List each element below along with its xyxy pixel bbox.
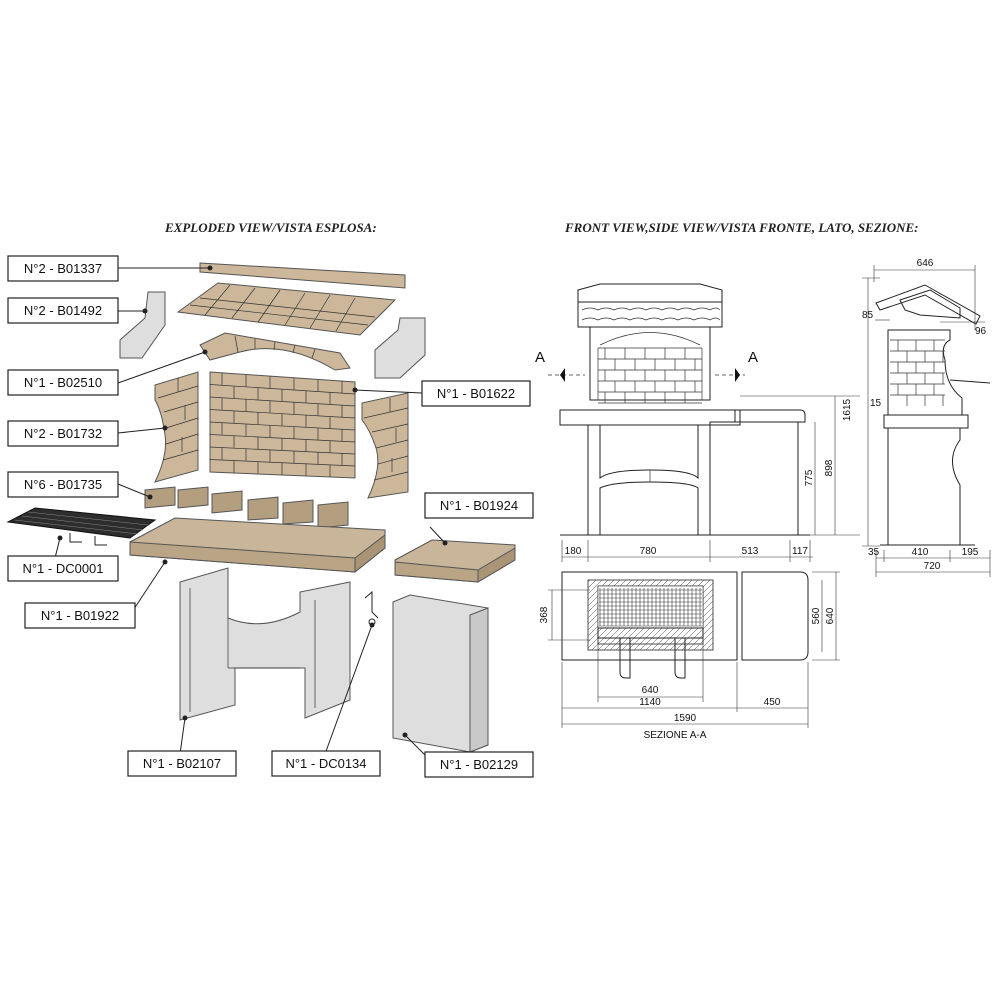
label-b01924: N°1 - B01924 bbox=[440, 498, 518, 513]
exploded-view: N°2 - B01337 N°2 - B01492 N°1 - B02510 N… bbox=[6, 255, 534, 778]
dim-640-horizontal: 640 bbox=[642, 685, 659, 696]
part-bracket bbox=[364, 590, 379, 626]
part-corbel-left bbox=[119, 291, 166, 359]
part-roof-tiles bbox=[176, 282, 397, 336]
label-dc0134: N°1 - DC0134 bbox=[285, 756, 366, 771]
label-b01622: N°1 - B01622 bbox=[437, 386, 515, 401]
leader-lines bbox=[54, 267, 446, 756]
leader-dots bbox=[57, 265, 448, 738]
part-ridge-tile bbox=[199, 262, 406, 289]
part-side-wall-left bbox=[154, 371, 199, 483]
dim-1615: 1615 bbox=[842, 398, 853, 421]
exploded-view-heading: EXPLODED VIEW/VISTA ESPLOSA: bbox=[164, 220, 377, 235]
part-labels: N°2 - B01337 N°2 - B01492 N°1 - B02510 N… bbox=[7, 255, 534, 778]
part-arch bbox=[199, 332, 351, 371]
part-grill-supports bbox=[144, 486, 349, 529]
dim-560: 560 bbox=[811, 607, 822, 624]
label-b01735: N°6 - B01735 bbox=[24, 477, 102, 492]
dim-898: 898 bbox=[824, 459, 835, 476]
part-back-wall bbox=[209, 371, 356, 479]
dim-1590: 1590 bbox=[674, 713, 697, 724]
part-corbel-right bbox=[374, 317, 426, 379]
label-b02510: N°1 - B02510 bbox=[24, 375, 102, 390]
part-base bbox=[179, 567, 351, 721]
section-caption: SEZIONE A-A bbox=[644, 730, 707, 741]
label-b02129: N°1 - B02129 bbox=[440, 757, 518, 772]
dim-195: 195 bbox=[962, 547, 979, 558]
dim-646: 646 bbox=[917, 258, 934, 269]
part-grill bbox=[6, 507, 157, 546]
dim-35: 35 bbox=[868, 547, 880, 558]
section-view: 368 560 640 640 1140 450 1590 SEZIONE A-… bbox=[539, 571, 840, 741]
dim-513: 513 bbox=[742, 546, 759, 557]
dim-368: 368 bbox=[539, 606, 550, 623]
dim-15: 15 bbox=[870, 398, 882, 409]
dim-775: 775 bbox=[804, 469, 815, 486]
dim-410: 410 bbox=[912, 547, 929, 558]
label-b01337: N°2 - B01337 bbox=[24, 261, 102, 276]
front-view-heading: FRONT VIEW,SIDE VIEW/VISTA FRONTE, LATO,… bbox=[564, 220, 919, 235]
label-b02107: N°1 - B02107 bbox=[143, 756, 221, 771]
dim-720: 720 bbox=[924, 561, 941, 572]
label-b01492: N°2 - B01492 bbox=[24, 303, 102, 318]
dim-117: 117 bbox=[792, 546, 808, 557]
part-side-slab bbox=[394, 539, 516, 583]
part-counter-slab bbox=[129, 517, 386, 574]
dim-96: 96 bbox=[975, 326, 987, 337]
part-side-panel bbox=[392, 594, 489, 753]
dim-640-vertical: 640 bbox=[825, 607, 836, 624]
front-view: A A 898 775 180 780 513 bbox=[535, 283, 860, 562]
label-dc0001: N°1 - DC0001 bbox=[22, 561, 103, 576]
dim-450: 450 bbox=[764, 697, 781, 708]
section-marker-right: A bbox=[748, 349, 758, 366]
dim-180: 180 bbox=[565, 546, 582, 557]
part-side-wall-right bbox=[361, 392, 409, 499]
side-view: 1615 646 85 96 15 35 410 195 720 bbox=[842, 258, 991, 577]
dim-780: 780 bbox=[640, 546, 657, 557]
section-marker-left: A bbox=[535, 349, 545, 366]
label-b01732: N°2 - B01732 bbox=[24, 426, 102, 441]
dim-1140: 1140 bbox=[639, 697, 661, 708]
label-b01922: N°1 - B01922 bbox=[41, 608, 119, 623]
dim-85: 85 bbox=[862, 310, 874, 321]
